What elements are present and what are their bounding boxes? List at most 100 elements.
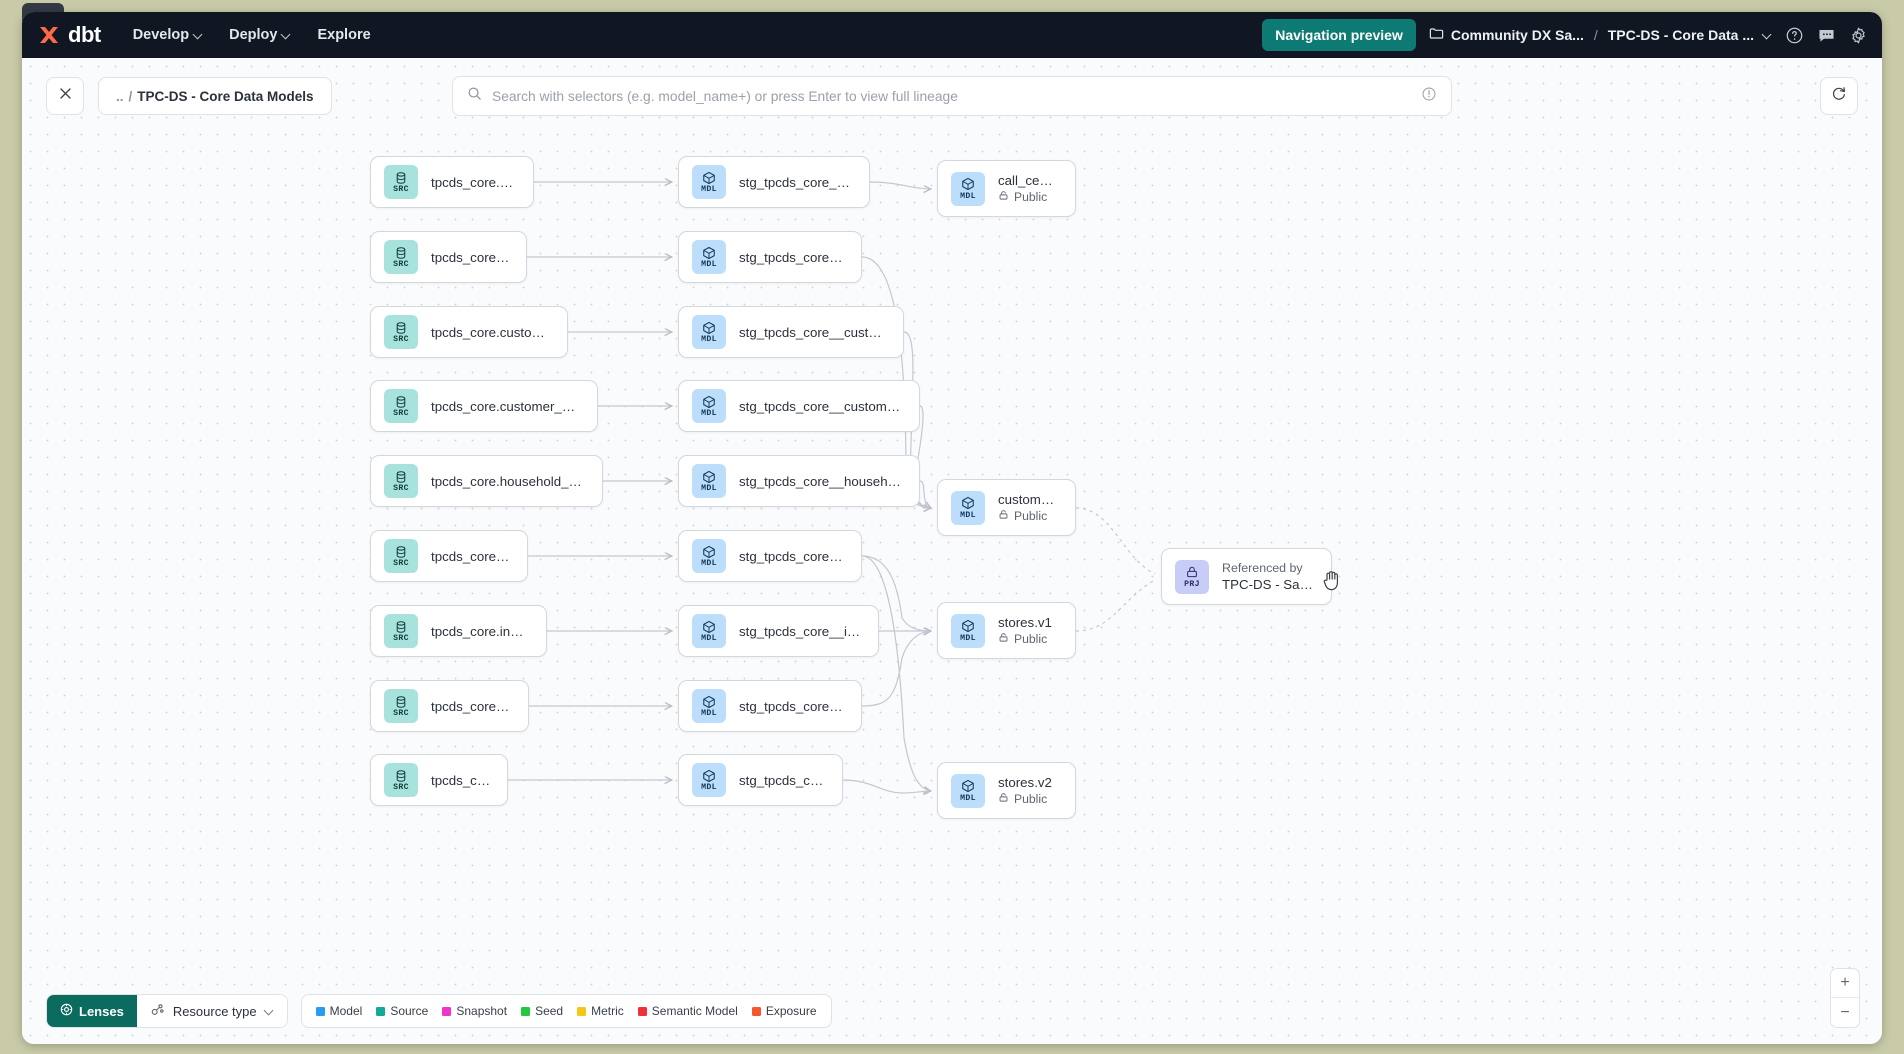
model-node[interactable]: MDLstg_tpcds_core__customer_demogra... bbox=[678, 380, 920, 432]
settings-icon[interactable] bbox=[1849, 26, 1868, 45]
node-title: stores.v2 bbox=[998, 775, 1052, 790]
node-title: tpcds_core.store bbox=[431, 772, 491, 788]
mdl-type-icon: MDL bbox=[692, 165, 726, 199]
node-title: stg_tpcds_core__customer bbox=[739, 249, 845, 265]
legend-label: Exposure bbox=[765, 1004, 817, 1018]
legend-swatch bbox=[315, 1006, 325, 1016]
node-title: tpcds_core.call_center bbox=[431, 174, 517, 190]
node-access-label: Public bbox=[1014, 509, 1048, 523]
mdl-type-icon: MDL bbox=[692, 464, 726, 498]
breadcrumb-current: TPC-DS - Core Data Models bbox=[137, 88, 314, 104]
nav-item-deploy[interactable]: Deploy bbox=[229, 27, 291, 43]
resource-type-label: Resource type bbox=[172, 1003, 257, 1019]
legend-swatch bbox=[376, 1006, 386, 1016]
lineage-canvas[interactable]: SRCtpcds_core.call_centerSRCtpcds_core.c… bbox=[22, 58, 1882, 1044]
lineage-breadcrumb-chip[interactable]: .. / TPC-DS - Core Data Models bbox=[98, 77, 332, 115]
info-icon[interactable] bbox=[1421, 86, 1437, 107]
legend-item[interactable]: Model bbox=[315, 1004, 363, 1018]
node-access-label: Public bbox=[1014, 190, 1048, 204]
dbt-logo-icon bbox=[36, 22, 62, 48]
navigation-preview-button[interactable]: Navigation preview bbox=[1262, 19, 1416, 51]
model-node[interactable]: MDL stg_tpcds_core__household_demogr... bbox=[678, 455, 920, 507]
zoom-in-button[interactable]: + bbox=[1831, 969, 1859, 998]
lineage-search[interactable] bbox=[452, 76, 1452, 116]
refresh-lineage-button[interactable] bbox=[1820, 77, 1858, 115]
help-icon[interactable] bbox=[1785, 26, 1804, 45]
node-labels: tpcds_core.call_center bbox=[431, 175, 517, 190]
legend-item[interactable]: Seed bbox=[521, 1004, 563, 1018]
lock-icon bbox=[998, 632, 1009, 646]
node-title: stg_tpcds_core__call_center bbox=[739, 174, 853, 190]
legend-label: Snapshot bbox=[456, 1004, 508, 1018]
top-navigation-right: Navigation preview Community DX Sa... / … bbox=[1262, 19, 1868, 51]
node-access-label: Public bbox=[1014, 632, 1048, 646]
legend-item[interactable]: Exposure bbox=[751, 1004, 817, 1018]
legend-label: Model bbox=[329, 1004, 363, 1018]
mdl-type-icon: MDL bbox=[951, 613, 985, 648]
model-node[interactable]: MDL stg_tpcds_core__customer bbox=[678, 231, 862, 283]
source-node[interactable]: SRC tpcds_core.customer_demographics bbox=[370, 380, 598, 432]
search-icon bbox=[467, 86, 482, 106]
close-lineage-button[interactable] bbox=[46, 77, 84, 115]
legend-item[interactable]: Metric bbox=[577, 1004, 624, 1018]
legend-label: Source bbox=[390, 1004, 429, 1018]
node-labels: tpcds_core.customer_address bbox=[431, 325, 551, 340]
lenses-button[interactable]: Lenses bbox=[47, 995, 137, 1027]
folder-icon bbox=[1429, 26, 1444, 44]
node-labels: tpcds_core.customer bbox=[431, 250, 510, 265]
src-type-icon: SRC bbox=[384, 389, 418, 423]
legend-item[interactable]: Semantic Model bbox=[637, 1004, 738, 1018]
account-breadcrumb[interactable]: Community DX Sa... / TPC-DS - Core Data … bbox=[1429, 26, 1772, 44]
src-type-icon: SRC bbox=[384, 240, 418, 274]
node-labels: tpcds_core.customer_demographics bbox=[431, 399, 581, 414]
dbt-logo[interactable]: dbt bbox=[36, 22, 101, 48]
legend-item[interactable]: Source bbox=[376, 1004, 428, 1018]
node-title: stg_tpcds_core__household_demogr... bbox=[739, 473, 903, 489]
mdl-type-icon: MDL bbox=[692, 240, 726, 274]
node-title: stg_tpcds_core__inventory bbox=[739, 698, 845, 714]
mdl-type-icon: MDL bbox=[692, 315, 726, 349]
nav-item-explore[interactable]: Explore bbox=[317, 27, 370, 43]
legend-swatch bbox=[442, 1006, 452, 1016]
legend-swatch bbox=[577, 1006, 587, 1016]
node-title: customers bbox=[998, 492, 1059, 507]
node-access-badge: Public bbox=[998, 792, 1052, 806]
legend-item[interactable]: Snapshot bbox=[442, 1004, 507, 1018]
resource-type-filter[interactable]: Resource type bbox=[136, 995, 287, 1027]
node-access-label: Public bbox=[1014, 792, 1048, 806]
mdl-type-icon: MDL bbox=[692, 763, 726, 797]
feedback-icon[interactable] bbox=[1817, 26, 1836, 45]
search-input[interactable] bbox=[492, 88, 1411, 104]
zoom-out-button[interactable]: − bbox=[1840, 1003, 1850, 1021]
breadcrumb-separator: / bbox=[1593, 27, 1598, 43]
mdl-type-icon: MDL bbox=[951, 490, 985, 525]
model-node[interactable]: MDL stg_tpcds_core__call_center bbox=[678, 156, 870, 208]
source-node[interactable]: SRC tpcds_core.customer bbox=[370, 231, 527, 283]
mdl-type-icon: MDL bbox=[692, 614, 726, 648]
lineage-nodes: SRCtpcds_core.call_centerSRCtpcds_core.c… bbox=[22, 58, 1882, 1044]
node-title: tpcds_core.income_band bbox=[431, 623, 530, 639]
node-labels: stg_tpcds_core__customer_demogra... bbox=[739, 399, 903, 414]
nav-item-develop[interactable]: Develop bbox=[133, 27, 203, 43]
app-window: dbt Develop Deploy Explore Navigation pr… bbox=[22, 12, 1882, 1044]
model-node[interactable]: MDL stg_tpcds_core__customer_address bbox=[678, 306, 904, 358]
node-labels: stg_tpcds_core__customer_address bbox=[739, 325, 887, 340]
